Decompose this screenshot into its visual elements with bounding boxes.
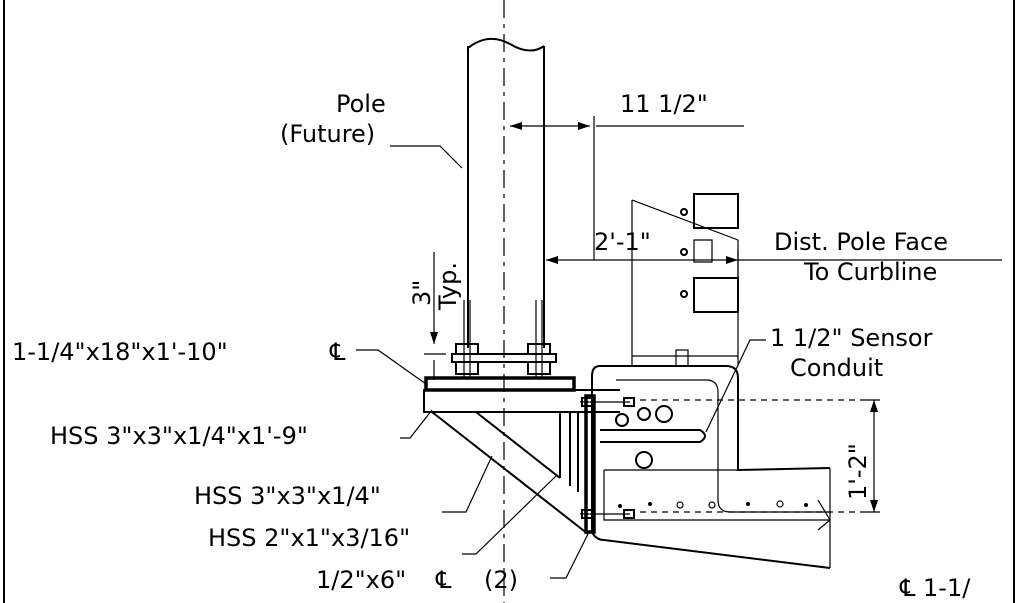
sensor-leader — [705, 339, 766, 433]
typ-label: Typ. — [434, 262, 462, 311]
dimension-3 — [424, 252, 446, 380]
to-curbline-label: To Curbline — [803, 258, 937, 286]
bracket-plates — [580, 394, 635, 534]
pole-label: Pole — [336, 90, 386, 118]
sensor-conduit-label-line1: 1 1/2" Sensor — [770, 324, 933, 352]
plate-corner-label: ℄ 1-1/ — [899, 574, 971, 602]
plate-small-symbol: ℄ — [435, 566, 452, 594]
dim-2-1-label: 2'-1" — [594, 228, 651, 256]
plate-leader — [356, 349, 427, 385]
conduit-holes — [600, 405, 706, 469]
pole-future-label: (Future) — [280, 120, 375, 148]
plate-small-leader — [550, 533, 589, 579]
plate-main-symbol: ℄ — [329, 338, 346, 366]
hss3-leader — [462, 475, 557, 555]
dim-1-2-label: 1'-2" — [844, 443, 872, 500]
dimension-11-half — [510, 116, 744, 260]
pole — [467, 37, 545, 348]
dim-11-half-label: 11 1/2" — [620, 90, 708, 118]
hss-2-label: HSS 3"x3"x1/4" — [194, 482, 381, 510]
plate-main-label: 1-1/4"x18"x1'-10" — [12, 338, 228, 366]
pole-leader — [390, 145, 463, 169]
base-plate — [424, 376, 576, 392]
sensor-conduit-label-line2: Conduit — [790, 354, 883, 382]
plate-small-count: (2) — [484, 566, 518, 594]
barrier — [591, 365, 831, 569]
hss2-leader — [442, 455, 493, 513]
dimension-2-1 — [546, 250, 1002, 290]
anchor-bolts — [451, 300, 557, 378]
dist-pole-face-label: Dist. Pole Face — [774, 228, 948, 256]
hss-3-label: HSS 2"x1"x3/16" — [208, 524, 410, 552]
hss-diagonal-brace — [431, 411, 589, 535]
dim-3-label: 3" — [408, 280, 436, 306]
sign-hanger — [631, 193, 739, 367]
plate-small-label: 1/2"x6" — [316, 566, 406, 594]
dimension-1-2 — [640, 399, 880, 513]
hss-horizontal — [423, 389, 620, 413]
hss1-leader — [400, 409, 433, 439]
hss-1-label: HSS 3"x3"x1/4"x1'-9" — [50, 422, 308, 450]
